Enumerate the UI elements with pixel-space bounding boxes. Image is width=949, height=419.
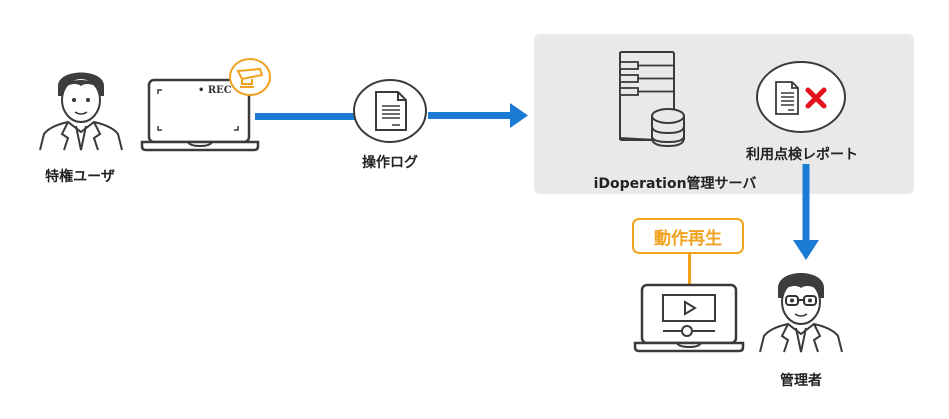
operation-log-label: 操作ログ bbox=[362, 155, 418, 171]
server-label: iDoperation管理サーバ bbox=[593, 176, 757, 192]
flow-arrow-server bbox=[428, 103, 528, 128]
camera-icon bbox=[229, 58, 271, 96]
playback-badge: 動作再生 bbox=[632, 218, 744, 254]
server-database-icon bbox=[618, 51, 685, 148]
badge-connector bbox=[688, 254, 691, 284]
admin-label: 管理者 bbox=[780, 373, 822, 389]
person-icon bbox=[39, 72, 123, 151]
laptop-icon bbox=[140, 78, 260, 152]
video-laptop-icon bbox=[633, 283, 745, 353]
privileged-user-label: 特権ユーザ bbox=[45, 169, 115, 185]
document-icon bbox=[353, 79, 427, 143]
report-label: 利用点検レポート bbox=[746, 147, 858, 163]
person-glasses-icon bbox=[759, 273, 843, 353]
document-reject-icon bbox=[756, 61, 846, 133]
flow-arrow-log bbox=[255, 113, 355, 120]
flow-arrow-admin bbox=[793, 164, 819, 260]
rec-indicator: • REC bbox=[198, 85, 232, 96]
server-panel bbox=[534, 34, 914, 194]
